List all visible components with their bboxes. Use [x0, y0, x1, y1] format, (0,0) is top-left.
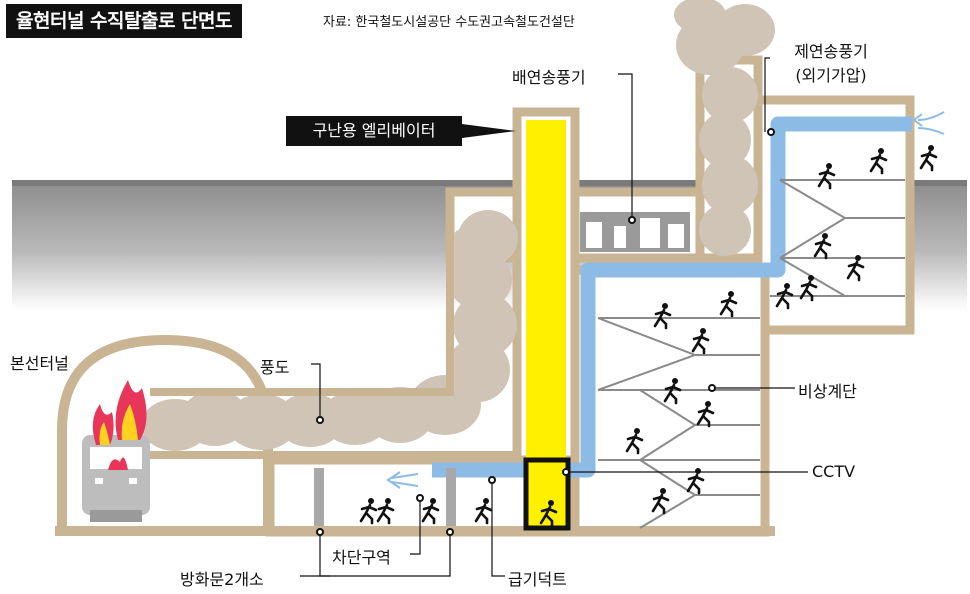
running-person-icon [359, 498, 378, 525]
running-person-icon [719, 291, 738, 318]
elevator-tag-pointer [462, 124, 516, 138]
running-person-icon [663, 378, 682, 405]
running-person-icon [421, 498, 440, 525]
stair-hall [570, 265, 770, 537]
running-person-icon [691, 328, 710, 355]
running-person-icon [869, 148, 888, 175]
rescue-elevator-label: 구난용 엘리베이터 [286, 116, 462, 146]
outflow-arrows [386, 471, 419, 489]
air-duct-label: 풍도 [260, 358, 290, 377]
smoke-plume [141, 0, 775, 451]
running-person-icon [653, 303, 672, 330]
leader-dots [316, 128, 775, 536]
exhaust-fan-label: 배연송풍기 [512, 68, 586, 87]
fire-door-posts [314, 468, 456, 526]
burning-train [82, 380, 150, 522]
running-person-icon [474, 498, 493, 525]
running-person-icon [651, 488, 670, 515]
supply-duct-label: 급기덕트 [508, 570, 567, 589]
barrier-zone-label: 차단구역 [332, 548, 391, 567]
running-person-icon [799, 275, 818, 302]
smoke-fan-label-line2: (외기가압) [795, 66, 867, 85]
running-person-icon [696, 401, 715, 428]
diagram-title: 율현터널 수직탈출로 단면도 [6, 4, 242, 38]
smoke-fan-label-line1: 제연송풍기 [794, 42, 868, 61]
running-person-icon [846, 255, 865, 282]
running-person-icon [775, 283, 794, 310]
tunnel-floor [55, 526, 775, 536]
fire-doors-label: 방화문2개소 [180, 570, 264, 589]
cctv-label: CCTV [812, 462, 856, 481]
running-person-icon [813, 233, 832, 260]
running-person-icon [919, 145, 938, 172]
air-duct-walls [150, 192, 517, 459]
running-person-icon [376, 498, 395, 525]
running-person-icon [817, 163, 836, 190]
running-person-icon [539, 500, 558, 527]
ground-top-line [12, 180, 967, 186]
air-intake-arrows [912, 111, 945, 135]
emergency-stairs-label: 비상계단 [798, 382, 857, 401]
leader-lines [300, 57, 808, 577]
running-person-icon [625, 428, 644, 455]
main-tunnel-label: 본선터널 [10, 354, 69, 373]
source-credit: 자료: 한국철도시설공단 수도권고속철도건설단 [323, 15, 575, 30]
